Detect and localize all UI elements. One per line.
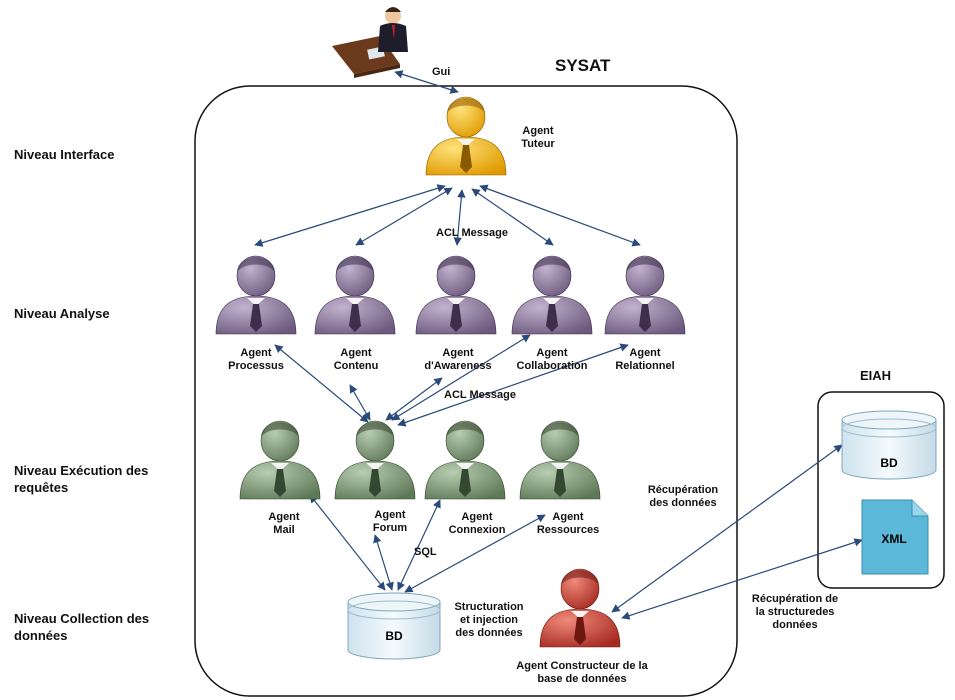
arrow-tuteur-awareness xyxy=(453,189,466,246)
sysat-title: SYSAT xyxy=(555,56,611,75)
agent-forum-label: Agent Forum xyxy=(372,509,408,534)
level-execution: Niveau Exécution des requêtes xyxy=(14,463,149,495)
arrow-forum-bd xyxy=(373,534,394,591)
agent-forum-icon xyxy=(334,420,416,500)
agent-tuteur-label: Agent Tuteur xyxy=(521,125,555,150)
bd-eiah-label: BD xyxy=(880,456,898,470)
arrow-ressources-bd xyxy=(404,514,546,593)
arrow-tuteur-contenu xyxy=(355,187,453,246)
agent-mail-label: Agent Mail xyxy=(268,511,300,536)
arrow-contenu-forum xyxy=(349,384,371,421)
acl-message-mid: ACL Message xyxy=(444,389,516,401)
agent-ressources-label: Agent Ressources xyxy=(536,511,600,536)
arrow-relationnel-forum xyxy=(397,343,629,427)
agent-ressources-icon xyxy=(519,420,601,500)
recup-structure-label: Récupération de la structuredes données xyxy=(751,593,839,631)
agent-contenu-icon xyxy=(314,255,396,335)
agent-connexion-label: Agent Connexion xyxy=(448,511,506,536)
agent-relationnel-label: Agent Relationnel xyxy=(615,347,675,372)
agent-constructeur-label: Agent Constructeur de la base de données xyxy=(516,660,648,685)
xml-file-icon xyxy=(861,499,929,575)
arrows xyxy=(254,70,863,620)
bd-eiah-database xyxy=(841,410,937,480)
structuration-label: Structuration et injection des données xyxy=(454,601,524,639)
bd-main-database xyxy=(347,592,441,660)
agent-connexion-icon xyxy=(424,420,506,500)
arrow-constructeur-xml xyxy=(621,538,863,620)
level-collection: Niveau Collection des données xyxy=(14,611,150,643)
agent-awareness-label: Agent d'Awareness xyxy=(424,347,492,372)
bd-main-label: BD xyxy=(385,629,403,643)
level-analyse: Niveau Analyse xyxy=(14,306,110,321)
arrow-constructeur-eiah-bd xyxy=(611,444,843,613)
xml-label: XML xyxy=(881,532,906,546)
arrow-awareness-forum xyxy=(385,377,443,421)
agent-processus-label: Agent Processus xyxy=(228,347,284,372)
user-icon xyxy=(332,7,408,78)
recup-donnees-label: Récupération des données xyxy=(647,484,719,509)
sysat-container xyxy=(194,85,738,697)
arrow-tuteur-relationnel xyxy=(479,184,641,247)
arrow-mail-bd xyxy=(309,494,386,591)
agent-tuteur-icon xyxy=(425,96,507,176)
sql-label: SQL xyxy=(414,546,437,558)
agent-collaboration-label: Agent Collaboration xyxy=(516,347,588,372)
agent-awareness-icon xyxy=(415,255,497,335)
agents-layer xyxy=(215,96,686,648)
arrow-tuteur-processus xyxy=(254,184,446,247)
agent-constructeur-icon xyxy=(539,568,621,648)
agent-collaboration-icon xyxy=(511,255,593,335)
level-interface: Niveau Interface xyxy=(14,147,115,162)
agent-contenu-label: Agent Contenu xyxy=(333,347,379,372)
eiah-title: EIAH xyxy=(860,368,892,383)
agent-mail-icon xyxy=(239,420,321,500)
gui-label: Gui xyxy=(432,66,451,78)
agent-processus-icon xyxy=(215,255,297,335)
arrow-user-tuteur xyxy=(394,70,459,94)
agent-relationnel-icon xyxy=(604,255,686,335)
acl-message-top: ACL Message xyxy=(436,227,508,239)
